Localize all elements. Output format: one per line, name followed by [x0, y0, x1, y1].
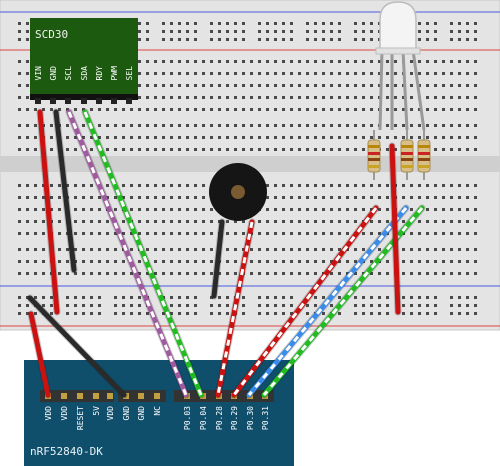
wire-led-blue [245, 204, 410, 399]
wire-sensor-sda-green [81, 108, 205, 399]
sensor-pin [35, 98, 41, 104]
sensor-pin-label: SEL [125, 66, 134, 81]
board-pin-label: NC [153, 406, 162, 416]
scd30-sensor: SCD30 VIN GND SCL SDA RDY PWM SEL [30, 18, 138, 104]
sensor-pin-label: RDY [95, 66, 104, 81]
sensor-pin [50, 98, 56, 104]
sensor-pin-label: SDA [80, 66, 89, 81]
sensor-pin [126, 98, 132, 104]
resistor-2 [400, 130, 414, 180]
board-pin-label: VDD [106, 406, 115, 421]
board-name: nRF52840-DK [30, 445, 103, 458]
sensor-pin [65, 98, 71, 104]
sensor-pin-label: GND [49, 66, 58, 81]
board-pin-hole [154, 393, 160, 399]
piezo-buzzer [209, 163, 267, 221]
board-pin-label: GND [122, 406, 131, 421]
board-pin-hole [61, 393, 67, 399]
board-pin-label: P0.28 [215, 406, 224, 430]
board-pin-label: VDD [44, 406, 53, 421]
board-pin-label: VDD [60, 406, 69, 421]
wire-led-common-red [388, 142, 402, 316]
wire-buzzer-black [210, 218, 226, 300]
sensor-pin-labels: VIN GND SCL SDA RDY PWM SEL [34, 66, 134, 104]
sensor-pin-label: PWM [110, 66, 119, 81]
wire-buzzer-red [214, 218, 256, 399]
board-pin-label: GND [137, 406, 146, 421]
resistor-1 [367, 130, 381, 180]
wire-led-red [230, 204, 380, 399]
rgb-led [375, 1, 426, 131]
board-pin-hole [107, 393, 113, 399]
board-pin-hole [77, 393, 83, 399]
board-pin-hole [138, 393, 144, 399]
sensor-pin-label: SCL [64, 66, 73, 81]
board-pin-label: RESET [76, 406, 85, 430]
board-pin-label: P0.30 [246, 406, 255, 430]
wire-sensor-vin-red [36, 108, 61, 316]
resistor-3 [417, 130, 431, 180]
jumper-wires [26, 108, 426, 399]
wire-vdd-red [27, 310, 52, 399]
board-pin-label: P0.31 [261, 406, 270, 430]
breadboard [0, 0, 500, 331]
sensor-pin [96, 98, 102, 104]
wire-sensor-scl-purple [65, 108, 190, 399]
sensor-pin [111, 98, 117, 104]
sensor-pin-label: VIN [34, 66, 43, 81]
nrf52840-dk-board: VDD VDD RESET 5V VDD GND GND NC P0.03 P0.04 P0.28 P… [24, 360, 294, 466]
board-pin-label: P0.04 [199, 406, 208, 430]
sensor-name: SCD30 [35, 28, 68, 41]
wire-sensor-gnd-black [52, 108, 78, 274]
wire-gnd-black [26, 294, 128, 399]
board-pin-label: P0.29 [230, 406, 239, 430]
sensor-pin [81, 98, 87, 104]
board-pin-label: P0.03 [183, 406, 192, 430]
board-pin-hole [93, 393, 99, 399]
board-pin-label: 5V [92, 406, 101, 416]
